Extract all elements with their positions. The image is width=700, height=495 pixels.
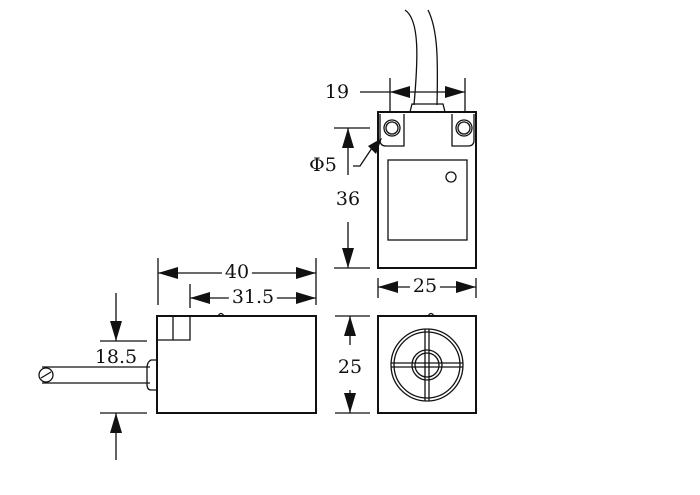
dim-height: 36 xyxy=(332,189,364,209)
front-view xyxy=(335,312,477,414)
dim-hole-diameter: Φ5 xyxy=(306,155,340,175)
top-view xyxy=(334,9,477,298)
dim-cable-height: 18.5 xyxy=(94,346,138,368)
dim-length-inner: 31.5 xyxy=(228,287,278,307)
dim-width-top: 25 xyxy=(409,276,441,296)
dim-width-front: 25 xyxy=(334,357,366,377)
side-view xyxy=(38,258,317,460)
dim-top-hole-spacing: 19 xyxy=(321,82,353,102)
dim-length: 40 xyxy=(221,262,253,282)
